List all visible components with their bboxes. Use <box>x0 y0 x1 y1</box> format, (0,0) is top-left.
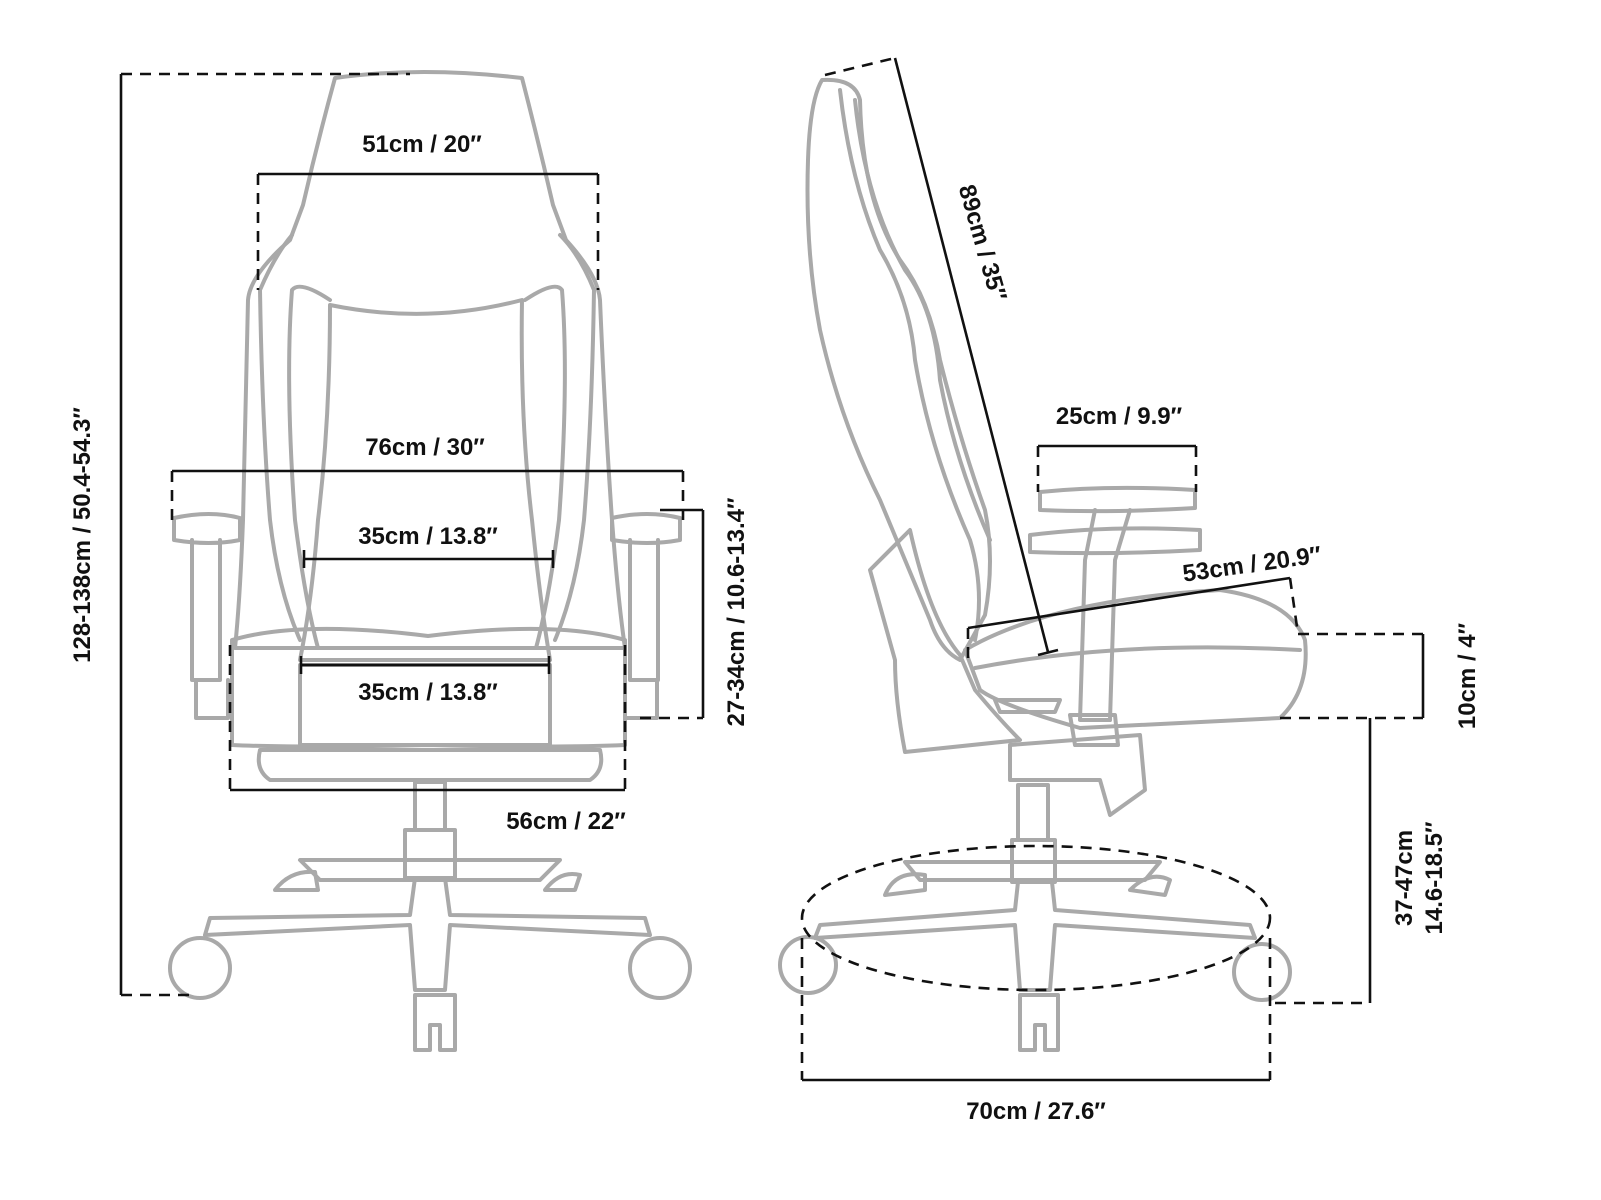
front-star-base <box>203 858 652 992</box>
label-seat-width: 35cm / 13.8″ <box>358 679 498 706</box>
label-seat-height-in: 14.6-18.5″ <box>1421 821 1448 934</box>
label-headrest-width: 51cm / 20″ <box>362 131 482 158</box>
dim-base-ellipse <box>800 844 1272 992</box>
front-caster-back-left <box>273 869 320 892</box>
front-gas-lift <box>403 780 457 880</box>
front-wing-right <box>553 233 596 642</box>
front-caster-left <box>168 936 232 1000</box>
front-caster-right <box>628 936 692 1000</box>
side-view-chair <box>778 77 1308 1052</box>
front-dimensions <box>119 72 705 997</box>
front-bolster-right <box>523 284 567 650</box>
label-backrest-width: 35cm / 13.8″ <box>358 523 498 550</box>
side-armrest-pad <box>1028 526 1202 556</box>
label-seat-depth: 53cm / 20.9″ <box>1181 541 1323 587</box>
label-overall-height: 128-138cm / 50.4-54.3″ <box>69 407 96 663</box>
dim-backrest-height-line <box>893 57 1050 653</box>
front-armrest-left <box>172 512 242 720</box>
label-backrest-height: 89cm / 35″ <box>953 182 1012 305</box>
side-gas-lift <box>1010 783 1057 884</box>
side-caster-left <box>778 935 838 995</box>
side-star-base <box>813 860 1257 992</box>
front-view-chair <box>168 70 692 1052</box>
side-lever <box>993 698 1062 714</box>
side-back-lower <box>868 528 1022 754</box>
dim-seat-depth-line <box>967 576 1291 630</box>
side-seat <box>963 588 1308 730</box>
side-mechanism <box>1008 733 1147 817</box>
label-seat-thickness: 10cm / 4″ <box>1454 622 1481 729</box>
front-mechanism <box>256 748 604 782</box>
side-caster-center <box>1018 993 1060 1052</box>
side-armrest-post <box>1078 508 1132 722</box>
front-backrest-outline <box>233 70 627 650</box>
label-seatbase-width: 56cm / 22″ <box>506 808 626 835</box>
side-backrest-bolster <box>853 98 992 542</box>
label-armrest-span: 76cm / 30″ <box>365 434 485 461</box>
label-seat-height-cm: 37-47cm <box>1391 830 1418 926</box>
label-base-diameter: 70cm / 27.6″ <box>966 1098 1106 1125</box>
side-caster-back-left <box>883 872 927 897</box>
label-armrest-length: 25cm / 9.9″ <box>1056 403 1183 430</box>
dim-backrest-height-tick <box>1037 648 1059 657</box>
front-center-panel <box>298 298 552 662</box>
side-backrest-outline <box>805 77 992 662</box>
side-armrest-base <box>1068 713 1120 747</box>
dim-backrest-height-top <box>824 56 896 77</box>
front-caster-back-right <box>543 872 582 892</box>
front-caster-center <box>413 993 457 1052</box>
side-seat-stripe <box>973 645 1302 670</box>
side-caster-back-right <box>1128 874 1172 897</box>
side-dimensions <box>800 56 1425 1082</box>
front-wing-left <box>258 233 302 642</box>
side-armrest-top <box>1038 485 1197 514</box>
side-backrest-inner <box>838 88 981 642</box>
label-armrest-height: 27-34cm / 10.6-13.4″ <box>723 497 750 726</box>
side-caster-right <box>1232 942 1292 1002</box>
front-bolster-left <box>287 284 332 650</box>
dim-seat-depth-right <box>1288 577 1300 635</box>
